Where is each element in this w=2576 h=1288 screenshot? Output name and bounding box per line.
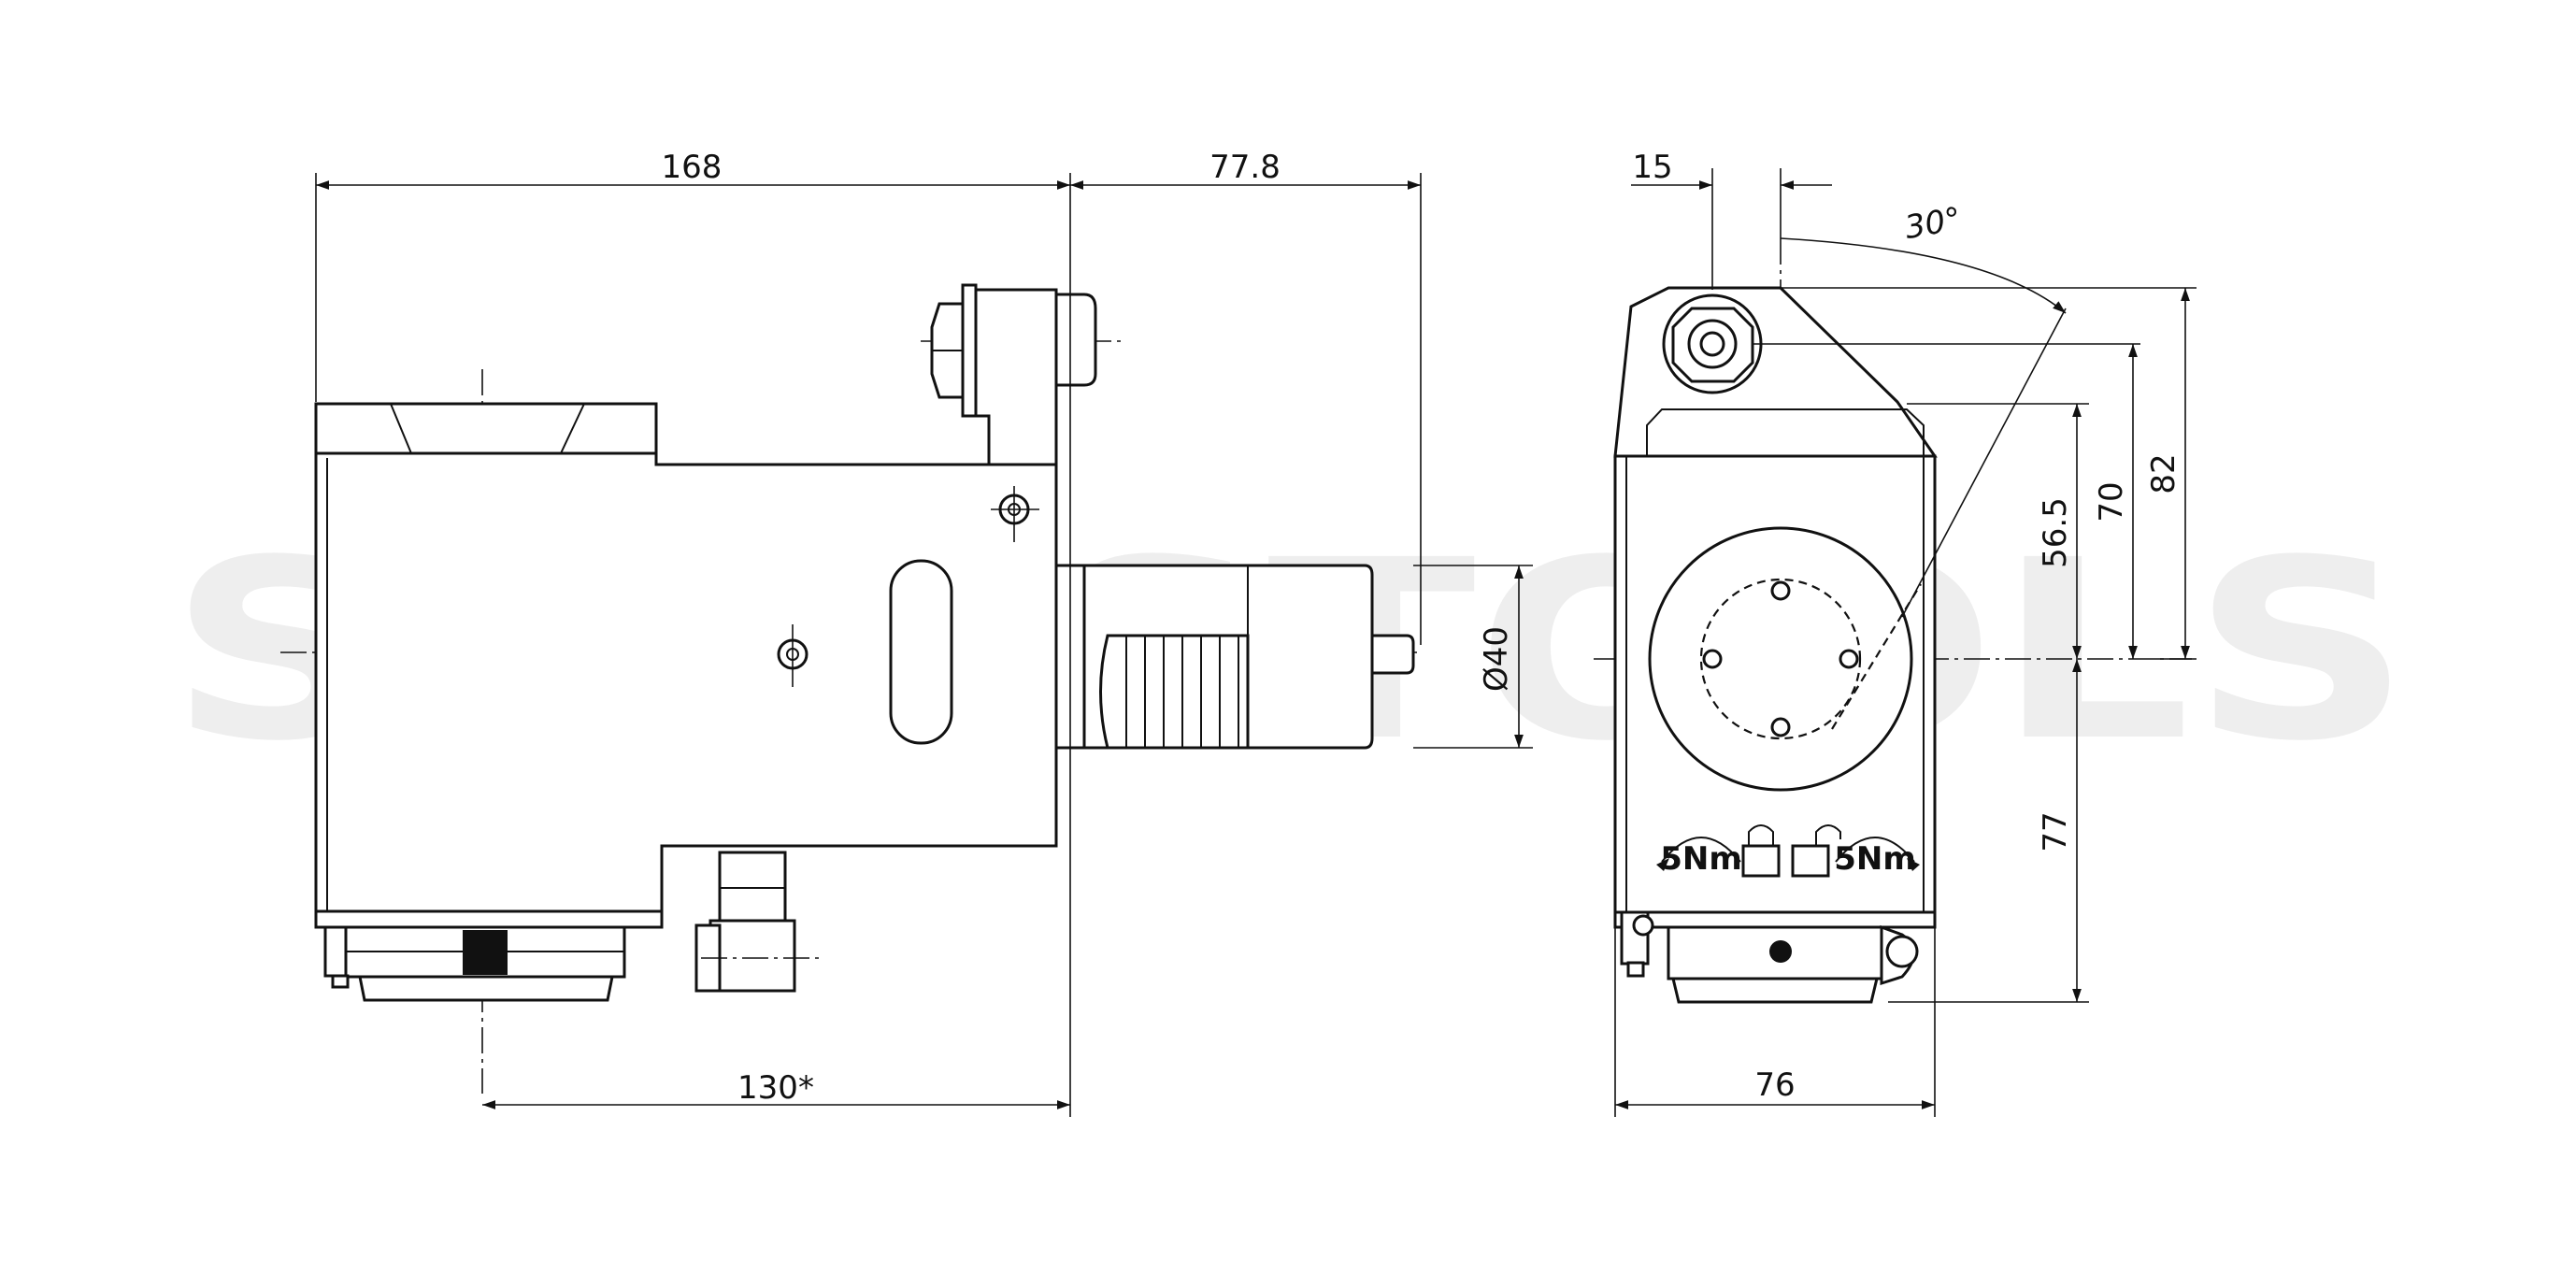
lock-closed-icon <box>1741 824 1781 878</box>
top-clamp-block <box>314 402 658 455</box>
coolant-bracket <box>970 288 1058 466</box>
torque-arc-right-icon <box>1835 837 1920 871</box>
slot <box>889 559 953 745</box>
front-base-plate <box>1613 910 1937 929</box>
dim-diameter-40: Ø40 <box>1478 626 1515 692</box>
torque-arc-left-icon <box>1656 837 1741 871</box>
lock-open-icon <box>1791 824 1841 878</box>
dim-76: 76 <box>1754 1066 1795 1104</box>
bolt-hole-left <box>1702 649 1723 669</box>
dim-56-5: 56.5 <box>2037 497 2074 568</box>
screw-middle <box>777 624 809 687</box>
dim-15: 15 <box>1632 149 1672 186</box>
torque-left-label: 5Nm <box>1660 840 1742 878</box>
spindle-face <box>1648 526 1913 792</box>
bolt-hole-bottom <box>1770 717 1791 737</box>
dim-70: 70 <box>2093 481 2130 522</box>
base-plate <box>314 909 664 929</box>
dim-77: 77 <box>2037 811 2074 852</box>
dim-130: 130* <box>737 1069 814 1107</box>
bolt-circle <box>1699 578 1862 740</box>
front-center-bolt <box>1769 940 1792 963</box>
torque-right-label: 5Nm <box>1834 840 1916 878</box>
bolt-hole-right <box>1839 649 1859 669</box>
side-view: 168 77.8 130* Ø40 <box>280 149 1533 1117</box>
front-coolant-nut <box>1662 293 1763 394</box>
dim-168: 168 <box>662 149 723 186</box>
spindle-thread <box>1099 634 1250 750</box>
dim-77-8: 77.8 <box>1209 149 1281 186</box>
coolant-fitting <box>694 851 823 993</box>
dim-30-degrees: 30° <box>1902 200 1964 247</box>
spindle-tip <box>1370 634 1415 675</box>
dim-82: 82 <box>2145 453 2182 494</box>
bolt-hole-top <box>1770 580 1791 601</box>
front-view: 5Nm 5Nm 15 30° <box>1594 149 2197 1117</box>
screw-upper <box>991 486 1039 542</box>
top-head <box>1613 286 1938 458</box>
